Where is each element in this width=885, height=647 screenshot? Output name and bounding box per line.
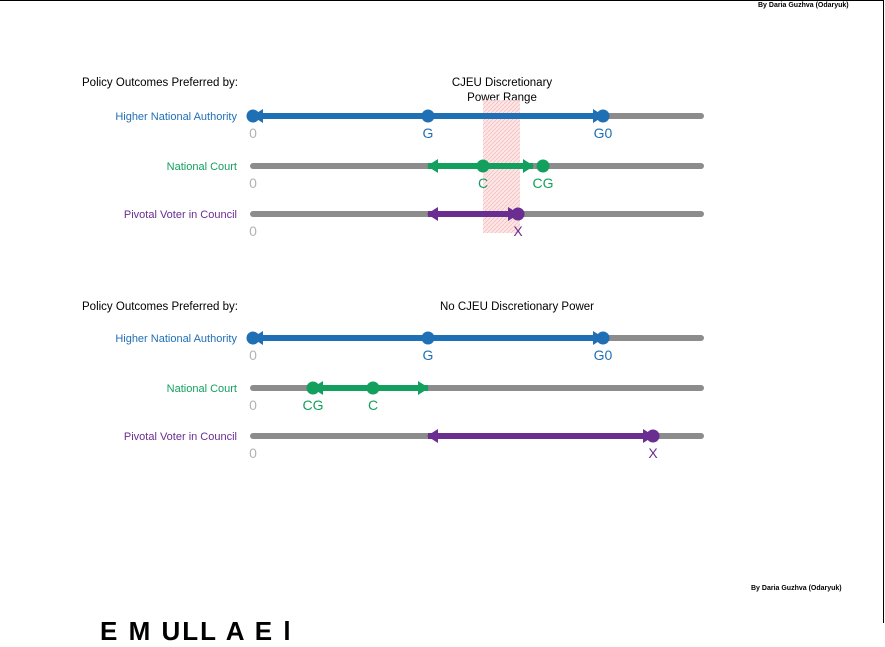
point-label: CG bbox=[533, 175, 554, 191]
preference-point bbox=[421, 331, 435, 345]
point-label: X bbox=[648, 445, 658, 461]
zero-label: 0 bbox=[249, 175, 257, 191]
zero-label: 0 bbox=[249, 347, 257, 363]
row-label: Pivotal Voter in Council bbox=[124, 431, 237, 443]
preference-point bbox=[596, 109, 610, 123]
preference-point bbox=[421, 109, 435, 123]
row-label: National Court bbox=[167, 383, 237, 395]
point-label: CG bbox=[303, 397, 324, 413]
point-label: C bbox=[368, 397, 378, 413]
zero-label: 0 bbox=[249, 397, 257, 413]
panel-heading: Policy Outcomes Preferred by: bbox=[82, 301, 238, 313]
preference-point bbox=[536, 159, 550, 173]
point-label: G bbox=[423, 347, 434, 363]
preference-point bbox=[306, 381, 320, 395]
preference-point bbox=[476, 159, 490, 173]
policy-diagram: Policy Outcomes Preferred by: CJEU Discre… bbox=[82, 77, 704, 461]
author-credit-bottom: By Daria Guzhva (Odaryuk) bbox=[751, 585, 842, 592]
arrowhead bbox=[523, 159, 534, 173]
panel-heading: Policy Outcomes Preferred by: bbox=[82, 77, 238, 89]
point-label: G0 bbox=[594, 125, 613, 141]
author-credit-top: By Daria Guzhva (Odaryuk) bbox=[758, 2, 849, 9]
preference-point bbox=[596, 331, 610, 345]
panel-subtitle: CJEU Discretionary bbox=[452, 77, 553, 89]
preference-point bbox=[246, 109, 260, 123]
arrowhead bbox=[427, 207, 438, 221]
row-label: Higher National Authority bbox=[115, 333, 237, 345]
row-label: Higher National Authority bbox=[115, 111, 237, 123]
preference-point bbox=[366, 381, 380, 395]
preference-point bbox=[646, 429, 660, 443]
zero-label: 0 bbox=[249, 445, 257, 461]
arrowhead bbox=[427, 159, 438, 173]
preference-point bbox=[246, 331, 260, 345]
point-label: X bbox=[513, 223, 523, 239]
panel-subtitle: No CJEU Discretionary Power bbox=[440, 301, 594, 313]
point-label: G0 bbox=[594, 347, 613, 363]
zero-label: 0 bbox=[249, 223, 257, 239]
row-label: Pivotal Voter in Council bbox=[124, 209, 237, 221]
preference-point bbox=[511, 207, 525, 221]
point-label: C bbox=[478, 175, 488, 191]
point-label: G bbox=[423, 125, 434, 141]
arrowhead bbox=[427, 429, 438, 443]
arrowhead bbox=[418, 381, 429, 395]
row-label: National Court bbox=[167, 161, 237, 173]
zero-label: 0 bbox=[249, 125, 257, 141]
